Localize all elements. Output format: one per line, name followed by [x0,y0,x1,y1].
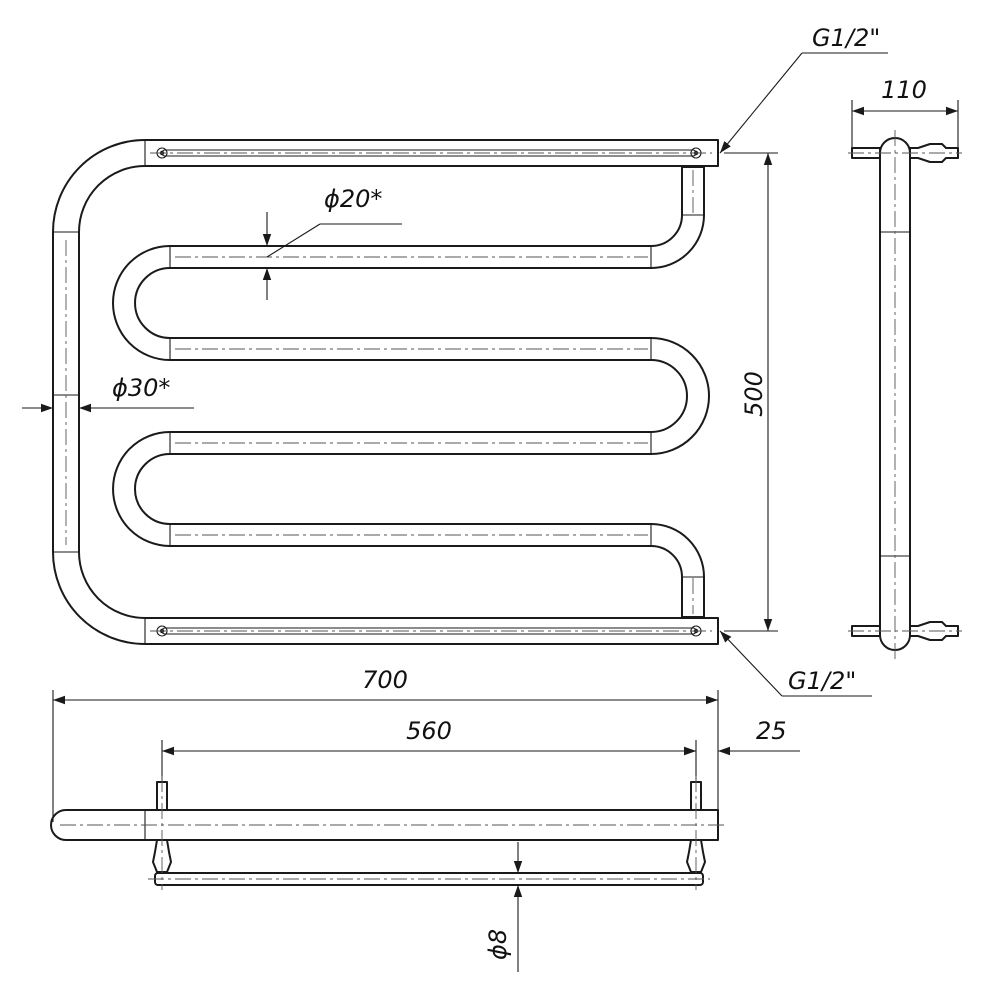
inner-diameter-label: ϕ20* [324,185,382,213]
dimension-overall-width: 700 [52,666,719,822]
top-tube [50,809,719,841]
thread-label-top: G1/2" [812,24,880,52]
offset-label: 25 [756,717,787,745]
towel-rods [156,147,702,637]
side-connector-top [848,143,962,163]
dimension-center-distance: 560 [161,717,697,790]
side-view: 110 [848,76,962,660]
rod-diameter-label: ϕ8 [484,929,512,960]
dimension-rod-diameter: ϕ8 [484,842,523,972]
dimension-outer-diameter: ϕ30* [22,374,194,413]
outer-diameter-label: ϕ30* [112,374,170,402]
front-center-lines [65,152,712,632]
front-view: G1/2" G1/2" 500 ϕ20* ϕ30* [22,24,888,822]
thread-label-bottom: G1/2" [788,667,856,695]
dimension-offset: 25 [672,717,800,756]
depth-label: 110 [881,76,927,104]
thread-callout-bottom: G1/2" [719,630,872,697]
thread-callout-top: G1/2" [719,24,888,154]
overall-width-label: 700 [362,666,408,694]
dimension-depth: 110 [851,76,959,148]
height-label: 500 [740,371,768,417]
top-view: ϕ8 [50,776,724,972]
center-distance-label: 560 [406,717,452,745]
side-connector-bottom [848,621,962,641]
serpentine-joints [169,214,704,578]
dimension-height: 500 [724,152,778,632]
serpentine-tube [112,166,710,618]
dimension-inner-diameter: ϕ20* [262,185,402,300]
